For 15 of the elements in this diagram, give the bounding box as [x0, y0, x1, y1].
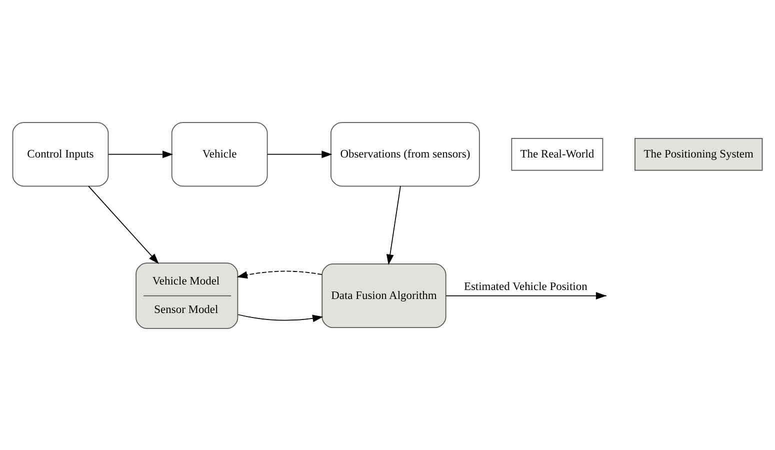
- node-box: Control Inputs: [12, 122, 109, 186]
- arrow: [238, 314, 324, 322]
- arrow: [88, 185, 159, 264]
- node-box: Data Fusion Algorithm: [322, 263, 446, 328]
- arrow: [266, 150, 332, 158]
- edge-label: Estimated Vehicle Position: [464, 280, 588, 292]
- arrow: [386, 185, 401, 265]
- arrow: [236, 270, 322, 278]
- node-box: Vehicle: [171, 122, 268, 186]
- node-box: The Real-World: [511, 138, 604, 170]
- node-box: Vehicle Model Sensor Model: [136, 262, 238, 328]
- arrow: [446, 292, 607, 299]
- node-box: The Positioning System: [634, 138, 763, 170]
- node-box: Observations (from sensors): [330, 122, 480, 186]
- arrow: [108, 150, 174, 158]
